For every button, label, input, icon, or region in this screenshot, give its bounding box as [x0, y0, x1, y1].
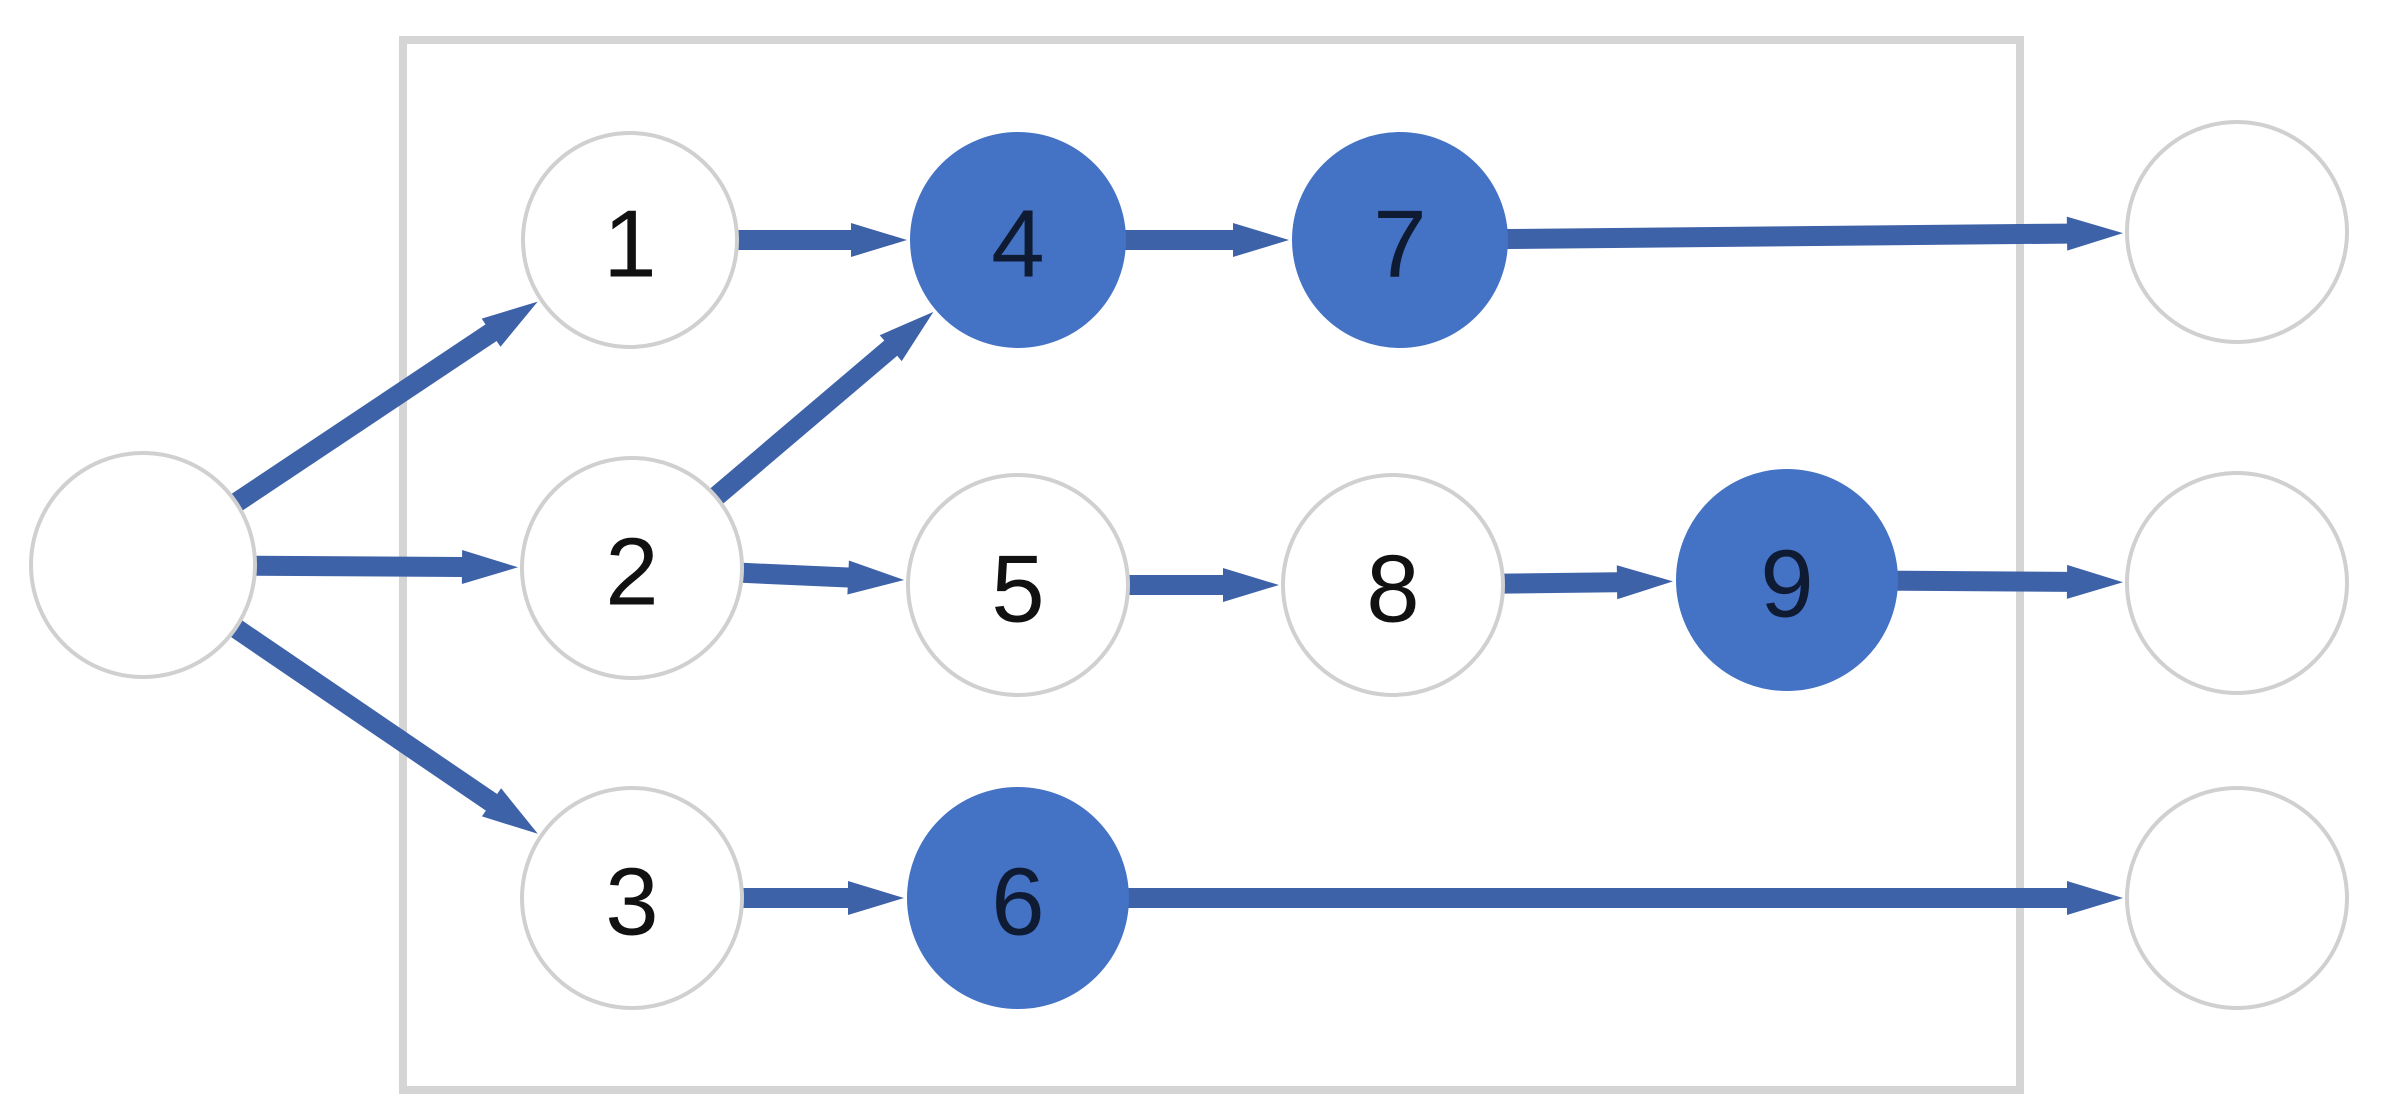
node-n9: 9	[1676, 469, 1898, 691]
node-circle	[1281, 473, 1505, 697]
arrow-shape	[737, 223, 907, 257]
node-out-top	[2125, 120, 2349, 344]
node-label: 3	[605, 849, 658, 956]
arrow-n5-to-n8	[1128, 568, 1279, 602]
nodes-layer: 1 2 3 4 5 6 7 8 9	[29, 120, 2349, 1010]
node-n6: 6	[907, 787, 1129, 1009]
arrow-shape	[1128, 881, 2123, 915]
node-label: 6	[991, 849, 1044, 956]
arrow-source-to-n1	[230, 301, 538, 512]
arrow-source-to-n3	[229, 619, 538, 834]
node-n2: 2	[520, 456, 744, 680]
node-circle	[520, 786, 744, 1010]
arrow-shape	[254, 550, 518, 584]
arrow-n6-to-out-bottom	[1128, 881, 2123, 915]
arrow-n1-to-n4	[737, 223, 907, 257]
arrow-n4-to-n7	[1125, 223, 1289, 257]
arrow-shape	[230, 301, 538, 512]
node-circle	[2125, 471, 2349, 695]
node-out-middle	[2125, 471, 2349, 695]
node-n4: 4	[910, 132, 1126, 348]
arrow-n9-to-out-middle	[1896, 564, 2123, 599]
arrow-n3-to-n6	[742, 881, 904, 915]
node-out-bottom	[2125, 786, 2349, 1010]
node-n7: 7	[1292, 132, 1508, 348]
arrow-n8-to-n9	[1502, 565, 1673, 600]
arrow-shape	[1502, 565, 1673, 600]
node-label: 7	[1373, 191, 1426, 298]
node-label: 4	[991, 191, 1044, 298]
node-source	[29, 451, 257, 679]
node-circle	[1676, 469, 1898, 691]
arrow-shape	[1506, 216, 2123, 251]
node-circle	[907, 787, 1129, 1009]
node-circle	[520, 456, 744, 680]
arrow-source-to-n2	[254, 550, 518, 584]
arrow-shape	[1128, 568, 1279, 602]
node-n8: 8	[1281, 473, 1505, 697]
arrow-shape	[742, 881, 904, 915]
arrow-shape	[1896, 564, 2123, 599]
arrow-shape	[229, 619, 538, 834]
arrow-shape	[741, 560, 905, 595]
arrow-n2-to-n5	[741, 560, 905, 595]
node-label: 2	[605, 519, 658, 626]
node-circle	[1292, 132, 1508, 348]
node-n5: 5	[906, 473, 1130, 697]
arrow-shape	[1125, 223, 1289, 257]
node-label: 1	[603, 191, 656, 298]
node-circle	[521, 131, 739, 349]
node-circle	[2125, 786, 2349, 1010]
arrow-n7-to-out-top	[1506, 216, 2123, 251]
node-circle	[2125, 120, 2349, 344]
node-label: 8	[1366, 536, 1419, 643]
node-n1: 1	[521, 131, 739, 349]
node-circle	[906, 473, 1130, 697]
node-circle	[910, 132, 1126, 348]
edges-layer	[229, 216, 2123, 915]
arrow-shape	[709, 311, 934, 505]
node-label: 5	[991, 536, 1044, 643]
node-label: 9	[1760, 531, 1813, 638]
node-n3: 3	[520, 786, 744, 1010]
node-circle	[29, 451, 257, 679]
arrow-n2-to-n4	[709, 311, 934, 505]
